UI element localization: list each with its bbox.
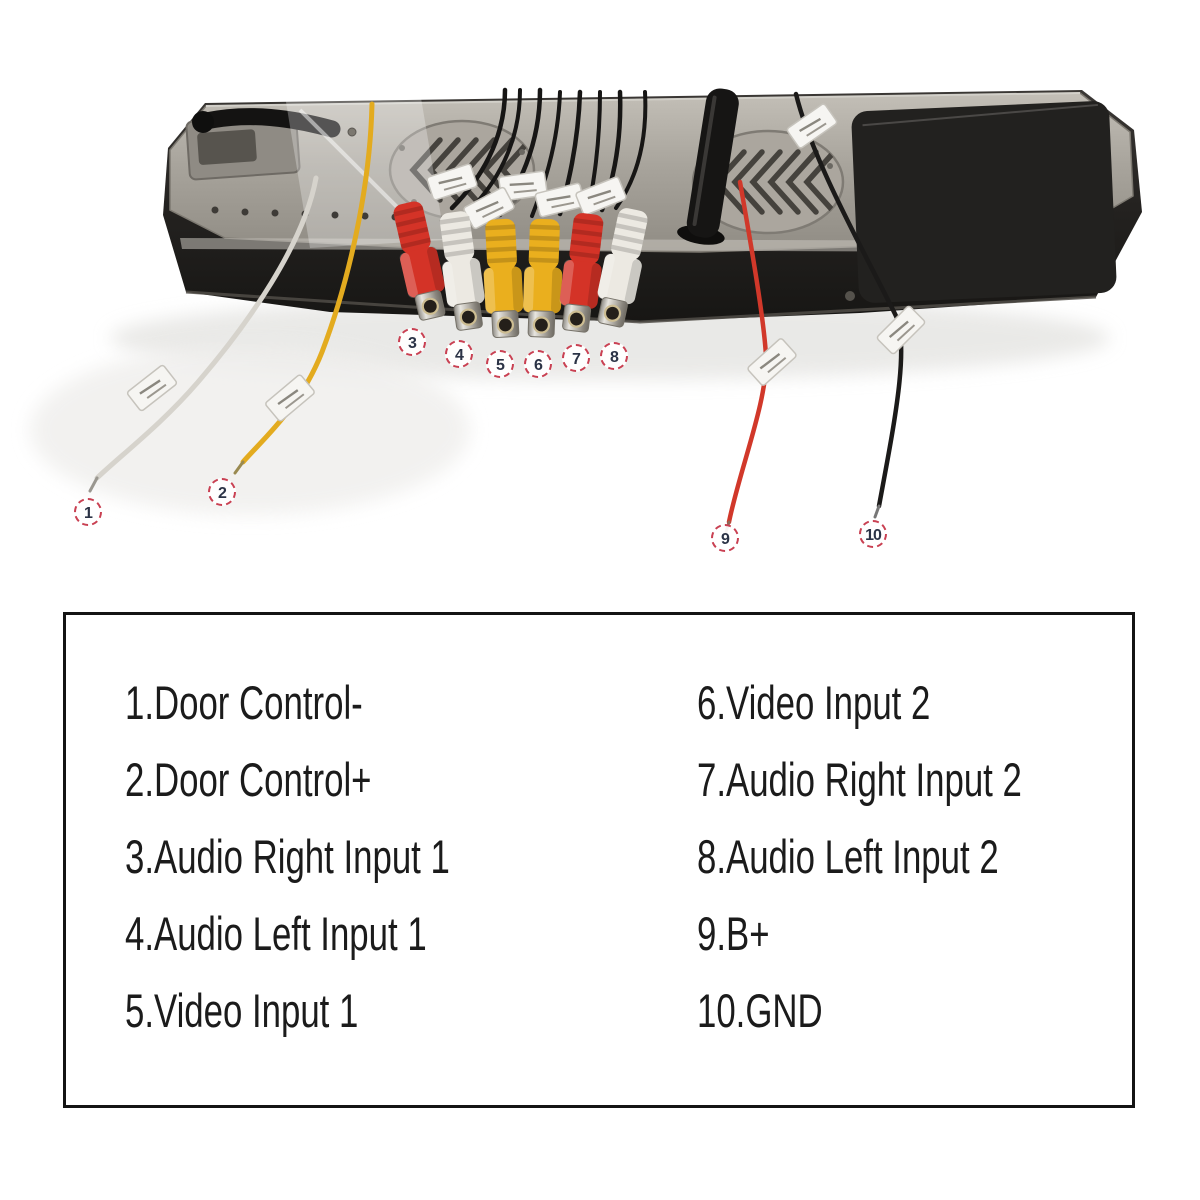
- antenna-rod: [677, 88, 739, 245]
- badge-8: 8: [600, 342, 628, 370]
- wire-1-bare-tip: [88, 476, 99, 493]
- wire-door-control-minus: [94, 175, 319, 481]
- wiring-photo-illustration: [30, 87, 1142, 534]
- foam-panel: [851, 101, 1117, 303]
- badge-1: 1: [74, 498, 102, 526]
- legend-item-8: 8.Audio Left Input 2: [697, 830, 999, 883]
- legend-box: 1.Door Control- 2.Door Control+ 3.Audio …: [63, 612, 1135, 1108]
- wire-door-control-plus: [240, 101, 375, 465]
- badge-7: 7: [562, 344, 590, 372]
- cable-plug: [192, 111, 214, 133]
- bracket-cable: [197, 108, 341, 138]
- mounting-bracket: [185, 113, 301, 181]
- legend-item-2: 2.Door Control+: [125, 753, 372, 806]
- product-photo: 1 2 3 4 5 6 7 8 9 10: [30, 87, 1142, 552]
- wire-gnd: [793, 91, 904, 509]
- legend-item-5: 5.Video Input 1: [125, 984, 359, 1037]
- legend-item-6: 6.Video Input 2: [697, 676, 931, 729]
- device-top-rim: [205, 92, 1081, 107]
- legend-item-9: 9.B+: [697, 907, 770, 960]
- panel-screw: [845, 291, 855, 301]
- badge-9: 9: [711, 524, 739, 552]
- wire-2-bare-tip: [233, 460, 245, 475]
- badge-4: 4: [445, 340, 473, 368]
- badge-2: 2: [208, 478, 236, 506]
- badge-3: 3: [398, 328, 426, 356]
- badge-10: 10: [859, 520, 887, 548]
- legend-item-7: 7.Audio Right Input 2: [697, 753, 1022, 806]
- floor-shading: [30, 345, 470, 515]
- badge-5: 5: [486, 350, 514, 378]
- badge-6: 6: [524, 350, 552, 378]
- legend-item-10: 10.GND: [697, 984, 823, 1037]
- legend-item-4: 4.Audio Left Input 1: [125, 907, 427, 960]
- legend-item-1: 1.Door Control-: [125, 676, 363, 729]
- legend-item-3: 3.Audio Right Input 1: [125, 830, 450, 883]
- wire-10-bare-tip: [873, 504, 881, 519]
- plate-screw: [347, 127, 357, 137]
